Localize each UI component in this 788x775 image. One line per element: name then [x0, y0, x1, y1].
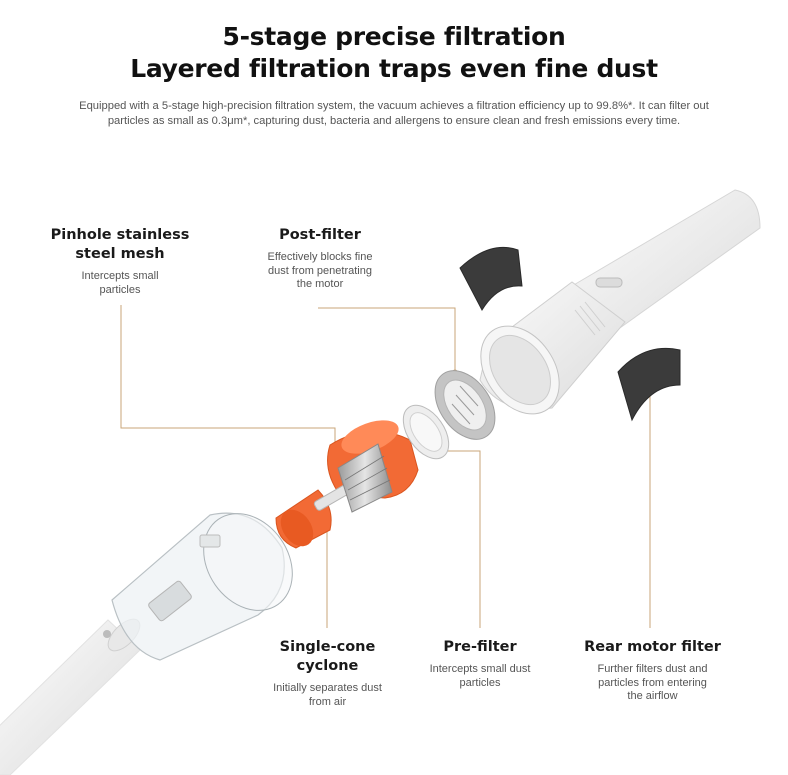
label-cyclone: Single-cone cyclone Initially separates …: [245, 638, 410, 709]
label-desc-line2: particles from entering: [598, 676, 707, 689]
label-title-line2: steel mesh: [75, 246, 165, 262]
label-title-line2: cyclone: [296, 658, 359, 674]
leader-line-steel-mesh: [120, 305, 336, 470]
label-steel-mesh: Pinhole stainless steel mesh Intercepts …: [40, 226, 200, 297]
label-desc-line1: Effectively blocks fine: [267, 251, 373, 263]
intro-text: Equipped with a 5-stage high-precision f…: [30, 99, 758, 129]
label-desc-line2: dust from penetrating: [268, 264, 372, 277]
label-title: Rear motor filter: [584, 639, 721, 655]
extension-tube: [0, 618, 141, 775]
leader-line-post-filter: [318, 307, 456, 372]
label-pre-filter: Pre-filter Intercepts small dust particl…: [400, 638, 560, 690]
label-title-line1: Single-cone: [279, 639, 376, 655]
intro-line2: particles as small as 0.3μm*, capturing …: [107, 115, 681, 127]
label-desc-line3: the motor: [296, 278, 344, 290]
label-desc-line1: Further filters dust and: [597, 663, 708, 675]
label-desc-line2: from air: [308, 695, 347, 708]
pre-filter-disc: [402, 404, 450, 460]
label-desc-line2: particles: [459, 676, 501, 689]
label-rear-motor-filter: Rear motor filter Further filters dust a…: [565, 638, 740, 704]
label-title-line1: Pinhole stainless: [50, 227, 190, 243]
rear-motor-filter: [617, 347, 681, 422]
label-desc-line2: particles: [99, 283, 141, 296]
dark-filter-top: [459, 246, 523, 312]
label-desc-line1: Initially separates dust: [273, 682, 382, 694]
label-post-filter: Post-filter Effectively blocks fine dust…: [240, 226, 400, 292]
label-desc: Initially separates dust from air: [245, 682, 410, 709]
label-desc: Intercepts small particles: [40, 270, 200, 297]
label-desc: Effectively blocks fine dust from penetr…: [240, 251, 400, 292]
label-title: Post-filter: [279, 227, 361, 243]
page-title-line2: Layered filtration traps even fine dust: [130, 54, 658, 83]
label-desc: Intercepts small dust particles: [400, 663, 560, 690]
intro-line1: Equipped with a 5-stage high-precision f…: [79, 100, 709, 112]
label-title: Pre-filter: [443, 639, 517, 655]
main-body: [479, 189, 761, 415]
post-filter-ring: [434, 370, 496, 440]
label-desc-line1: Intercepts small dust: [429, 663, 531, 675]
steel-mesh: [337, 443, 393, 513]
label-title: Pinhole stainless steel mesh: [40, 226, 200, 264]
page-title-line1: 5-stage precise filtration: [222, 22, 566, 51]
label-desc: Further filters dust and particles from …: [565, 663, 740, 704]
leader-line-pre-filter: [438, 450, 481, 628]
dust-cup: [111, 512, 293, 661]
label-title: Single-cone cyclone: [245, 638, 410, 676]
label-desc-line3: the airflow: [627, 690, 678, 702]
label-desc-line1: Intercepts small: [81, 270, 159, 282]
